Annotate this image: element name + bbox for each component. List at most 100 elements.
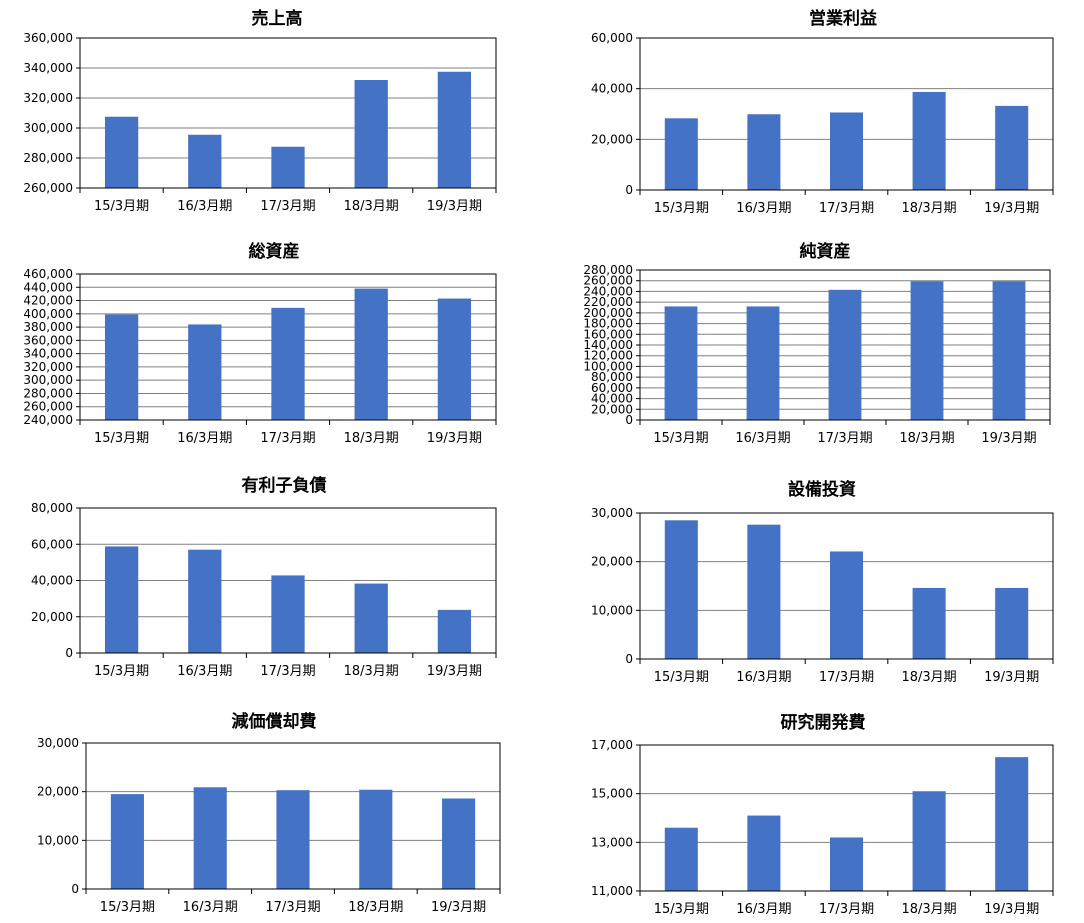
bar — [664, 118, 698, 190]
chart-title: 設備投資 — [788, 479, 856, 500]
x-tick-label: 18/3月期 — [901, 201, 956, 216]
x-tick-label: 15/3月期 — [654, 201, 709, 216]
plot-frame — [639, 512, 1054, 660]
y-tick-label: 15,000 — [591, 787, 633, 801]
x-tick-label: 16/3月期 — [736, 201, 791, 216]
x-tick-label: 16/3月期 — [735, 431, 790, 446]
plot-frame — [639, 37, 1054, 191]
x-tick-label: 18/3月期 — [899, 431, 954, 446]
bar — [359, 789, 393, 889]
plot-frame — [639, 744, 1054, 892]
bar — [747, 815, 781, 891]
y-tick-label: 13,000 — [591, 835, 633, 849]
x-tick-label: 17/3月期 — [819, 201, 874, 216]
y-tick-label: 40,000 — [591, 392, 633, 406]
y-tick-label: 180,000 — [583, 317, 633, 331]
x-tick-label: 16/3月期 — [177, 431, 232, 446]
bar — [437, 609, 472, 653]
chart-title: 減価償却費 — [232, 711, 317, 732]
x-tick-label: 17/3月期 — [265, 900, 320, 915]
bar — [354, 80, 388, 188]
bar — [995, 757, 1029, 891]
x-tick-label: 15/3月期 — [94, 199, 149, 214]
x-tick-label: 19/3月期 — [981, 431, 1036, 446]
bar — [276, 790, 310, 889]
bar — [828, 289, 862, 420]
y-tick-label: 340,000 — [23, 61, 73, 75]
bar — [664, 827, 698, 891]
y-tick-label: 140,000 — [583, 338, 633, 352]
bar — [110, 794, 144, 889]
y-tick-label: 460,000 — [23, 267, 73, 281]
y-tick-label: 160,000 — [583, 327, 633, 341]
y-tick-label: 60,000 — [31, 537, 73, 551]
bar — [664, 520, 698, 659]
x-tick-label: 15/3月期 — [100, 900, 155, 915]
y-tick-label: 200,000 — [583, 306, 633, 320]
x-tick-label: 18/3月期 — [344, 431, 399, 446]
bar — [912, 791, 946, 891]
bar — [104, 314, 139, 420]
x-tick-label: 19/3月期 — [427, 664, 482, 679]
y-tick-label: 300,000 — [23, 373, 73, 387]
bar — [437, 298, 472, 420]
chart-title: 研究開発費 — [781, 712, 866, 733]
y-tick-label: 260,000 — [583, 274, 633, 288]
chart-3: 総資産240,000260,000280,000300,000320,00034… — [23, 241, 497, 446]
x-tick-label: 19/3月期 — [984, 902, 1039, 917]
bar — [188, 324, 222, 420]
y-tick-label: 340,000 — [23, 347, 73, 361]
y-tick-label: 0 — [65, 646, 73, 660]
bar — [829, 112, 864, 190]
y-tick-label: 60,000 — [591, 31, 633, 45]
chart-title: 有利子負債 — [242, 475, 327, 496]
plot-frame — [79, 37, 497, 189]
x-tick-label: 17/3月期 — [819, 670, 874, 685]
bar — [829, 551, 864, 659]
y-tick-label: 80,000 — [591, 370, 633, 384]
y-tick-label: 10,000 — [591, 603, 633, 617]
bar — [104, 546, 139, 653]
x-tick-label: 16/3月期 — [736, 670, 791, 685]
chart-title: 売上高 — [252, 8, 303, 29]
x-tick-label: 17/3月期 — [819, 902, 874, 917]
bar — [912, 91, 946, 190]
y-tick-label: 30,000 — [591, 506, 633, 520]
y-tick-label: 40,000 — [31, 574, 73, 588]
y-tick-label: 360,000 — [23, 333, 73, 347]
y-tick-label: 20,000 — [591, 402, 633, 416]
x-tick-label: 18/3月期 — [348, 900, 403, 915]
bar — [912, 587, 946, 659]
chart-1: 売上高260,000280,000300,000320,000340,00036… — [23, 8, 497, 214]
x-tick-label: 19/3月期 — [431, 900, 486, 915]
bar — [746, 306, 780, 420]
y-tick-label: 20,000 — [591, 132, 633, 146]
bar — [747, 524, 781, 659]
x-tick-label: 16/3月期 — [736, 902, 791, 917]
y-tick-label: 20,000 — [31, 610, 73, 624]
plot-frame — [639, 269, 1051, 421]
y-tick-label: 400,000 — [23, 307, 73, 321]
x-tick-label: 17/3月期 — [817, 431, 872, 446]
y-tick-label: 40,000 — [591, 82, 633, 96]
chart-title: 営業利益 — [809, 8, 877, 29]
y-tick-label: 440,000 — [23, 280, 73, 294]
bar — [747, 114, 781, 190]
x-tick-label: 19/3月期 — [984, 201, 1039, 216]
y-tick-label: 0 — [625, 413, 633, 427]
y-tick-label: 100,000 — [583, 359, 633, 373]
bar — [442, 798, 476, 889]
x-tick-label: 18/3月期 — [901, 902, 956, 917]
x-tick-label: 18/3月期 — [344, 664, 399, 679]
bar — [354, 583, 388, 653]
x-tick-label: 15/3月期 — [94, 664, 149, 679]
x-tick-label: 16/3月期 — [177, 199, 232, 214]
x-tick-label: 19/3月期 — [984, 670, 1039, 685]
plot-frame — [85, 742, 501, 890]
bar — [271, 146, 305, 188]
y-tick-label: 120,000 — [583, 349, 633, 363]
